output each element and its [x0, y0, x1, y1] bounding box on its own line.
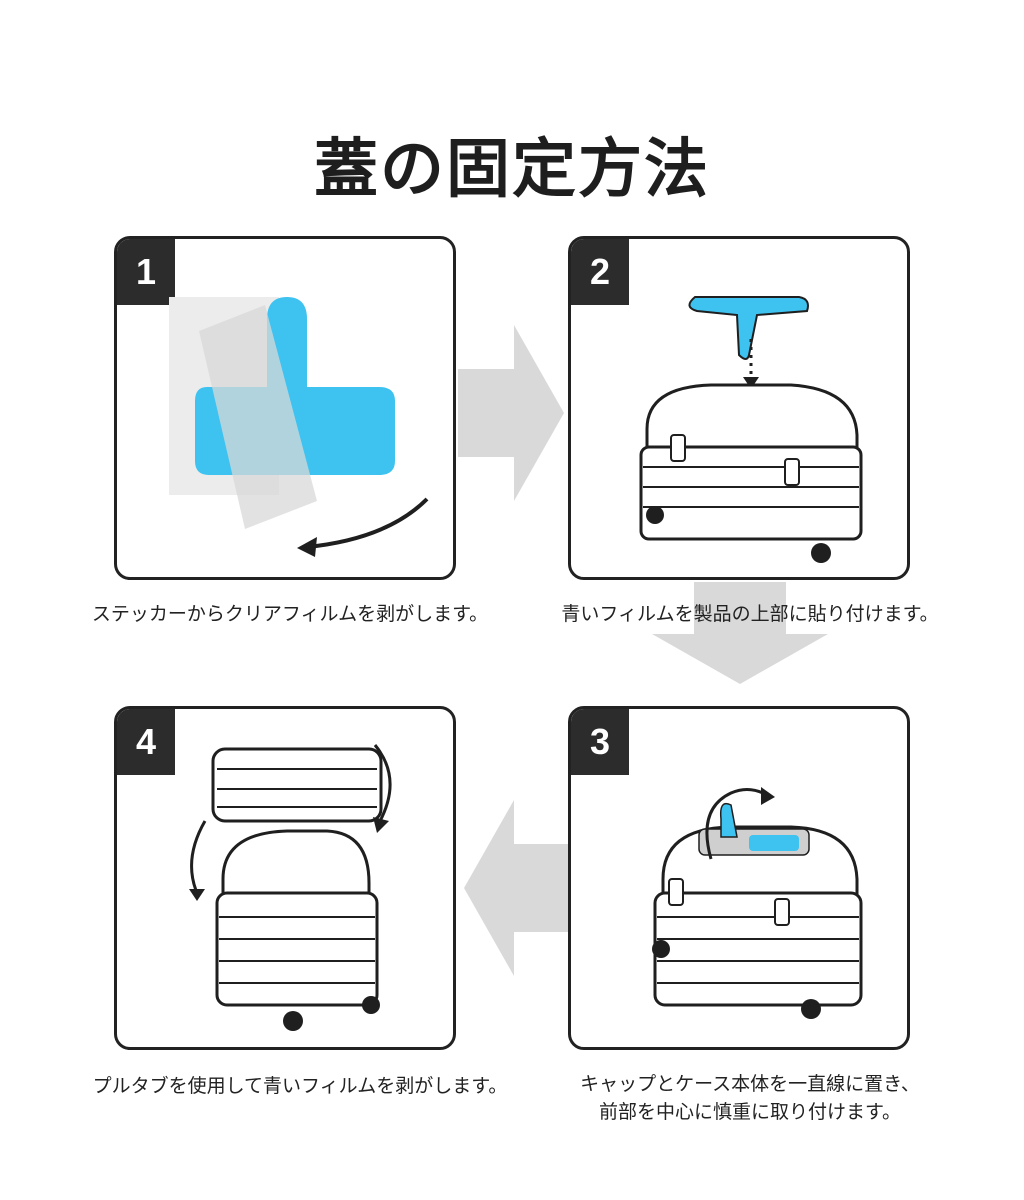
step-3-badge: 3 — [571, 709, 629, 775]
step-4-badge: 4 — [117, 709, 175, 775]
flow-arrow-down — [652, 582, 828, 684]
apply-film-illustration — [639, 296, 863, 563]
flow-arrow-right — [458, 325, 564, 501]
step-2-panel: 2 — [568, 236, 910, 580]
step-3-panel: 3 — [568, 706, 910, 1050]
step-2-caption: 青いフィルムを製品の上部に貼り付けます。 — [561, 603, 939, 625]
step-2-badge: 2 — [571, 239, 629, 305]
pull-tab-illustration — [189, 744, 392, 1031]
attach-cap-illustration — [652, 787, 863, 1019]
peel-sticker-illustration — [169, 297, 429, 557]
step-3-caption: キャップとケース本体を一直線に置き、 前部を中心に慎重に取り付けます。 — [540, 1070, 960, 1126]
step-3-caption-line-2: 前部を中心に慎重に取り付けます。 — [598, 1101, 902, 1123]
step-1-panel: 1 — [114, 236, 456, 580]
step-3-caption-line-1: キャップとケース本体を一直線に置き、 — [580, 1073, 920, 1095]
page-title: 蓋の固定方法 — [314, 133, 710, 207]
flow-arrow-left — [464, 800, 568, 976]
step-1-badge: 1 — [117, 239, 175, 305]
step-4-panel: 4 — [114, 706, 456, 1050]
step-4-caption: プルタブを使用して青いフィルムを剥がします。 — [92, 1075, 508, 1097]
step-1-caption: ステッカーからクリアフィルムを剥がします。 — [91, 603, 489, 625]
